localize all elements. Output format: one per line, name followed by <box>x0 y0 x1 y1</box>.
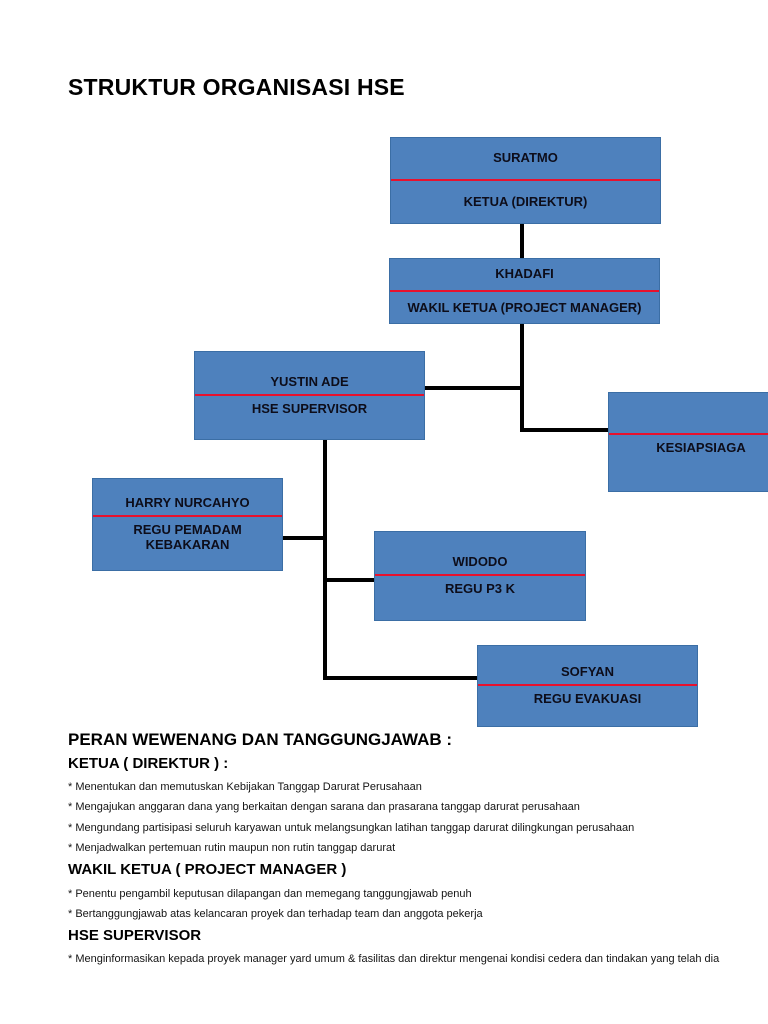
org-node-divider <box>375 574 585 577</box>
org-node-role: KETUA (DIREKTUR) <box>463 194 588 210</box>
org-node-regu-pemadam[interactable]: HARRY NURCAHYO REGU PEMADAM KEBAKARAN <box>92 478 283 571</box>
org-node-role: KESIAPSIAGA <box>656 439 746 455</box>
responsibilities-item: * Menjadwalkan pertemuan rutin maupun no… <box>68 842 396 855</box>
org-node-name <box>609 393 768 433</box>
responsibilities-section: PERAN WEWENANG DAN TANGGUNGJAWAB : KETUA… <box>68 729 768 967</box>
org-node-role: REGU P3 K <box>444 581 516 597</box>
org-node-name: WIDODO <box>452 554 508 570</box>
org-node-role: HSE SUPERVISOR <box>251 400 368 416</box>
org-node-divider <box>609 432 768 435</box>
org-node-divider <box>93 514 282 517</box>
page-title: STRUKTUR ORGANISASI HSE <box>68 74 405 100</box>
org-node-divider <box>390 289 659 292</box>
connector-wakil-to-kesiapsiagaan <box>520 428 612 432</box>
connector-wakil-to-hse-supervisor <box>423 386 523 390</box>
connector-hse-to-regu-evakuasi <box>323 676 481 680</box>
responsibilities-item: * Menentukan dan memutuskan Kebijakan Ta… <box>68 781 422 794</box>
org-node-divider <box>195 393 424 396</box>
org-node-direktur[interactable]: SURATMO KETUA (DIREKTUR) <box>390 137 661 224</box>
org-node-divider <box>391 179 660 182</box>
org-node-name: HARRY NURCAHYO <box>125 494 250 510</box>
org-node-role: WAKIL KETUA (PROJECT MANAGER) <box>407 299 642 315</box>
org-node-divider <box>478 684 697 687</box>
connector-hse-to-regu-pemadam <box>281 536 327 540</box>
responsibilities-item: * Penentu pengambil keputusan dilapangan… <box>68 887 472 900</box>
org-node-role: REGU EVAKUASI <box>533 691 642 707</box>
connector-direktur-to-wakil <box>520 224 524 259</box>
responsibilities-item: * Mengundang partisipasi seluruh karyawa… <box>68 821 635 834</box>
responsibilities-heading: PERAN WEWENANG DAN TANGGUNGJAWAB : <box>68 730 453 749</box>
connector-hse-to-regu-p3k <box>323 578 378 582</box>
org-node-name: SURATMO <box>493 150 558 166</box>
connector-hse-trunk-vertical <box>323 440 327 680</box>
responsibilities-item: * Menginformasikan kepada proyek manager… <box>68 953 720 966</box>
responsibilities-item: * Bertanggungjawab atas kelancaran proye… <box>68 907 483 920</box>
responsibilities-item: * Mengajukan anggaran dana yang berkaita… <box>68 801 580 814</box>
org-node-regu-p3k[interactable]: WIDODO REGU P3 K <box>374 531 586 621</box>
org-node-regu-evakuasi[interactable]: SOFYAN REGU EVAKUASI <box>477 645 698 727</box>
org-node-role: REGU PEMADAM KEBAKARAN <box>133 521 242 553</box>
org-node-kesiapsiagaan[interactable]: KESIAPSIAGA <box>608 392 768 492</box>
connector-wakil-trunk-vertical <box>520 324 524 432</box>
org-node-wakil-ketua[interactable]: KHADAFI WAKIL KETUA (PROJECT MANAGER) <box>389 258 660 324</box>
org-node-name: YUSTIN ADE <box>270 373 349 389</box>
responsibilities-section-title-hse-supervisor: HSE SUPERVISOR <box>68 927 202 945</box>
responsibilities-section-title-wakil-ketua: WAKIL KETUA ( PROJECT MANAGER ) <box>68 861 347 879</box>
responsibilities-section-title-ketua: KETUA ( DIREKTUR ) : <box>68 754 229 772</box>
org-node-hse-supervisor[interactable]: YUSTIN ADE HSE SUPERVISOR <box>194 351 425 440</box>
org-node-name: KHADAFI <box>495 265 554 281</box>
org-node-name: SOFYAN <box>561 664 614 680</box>
